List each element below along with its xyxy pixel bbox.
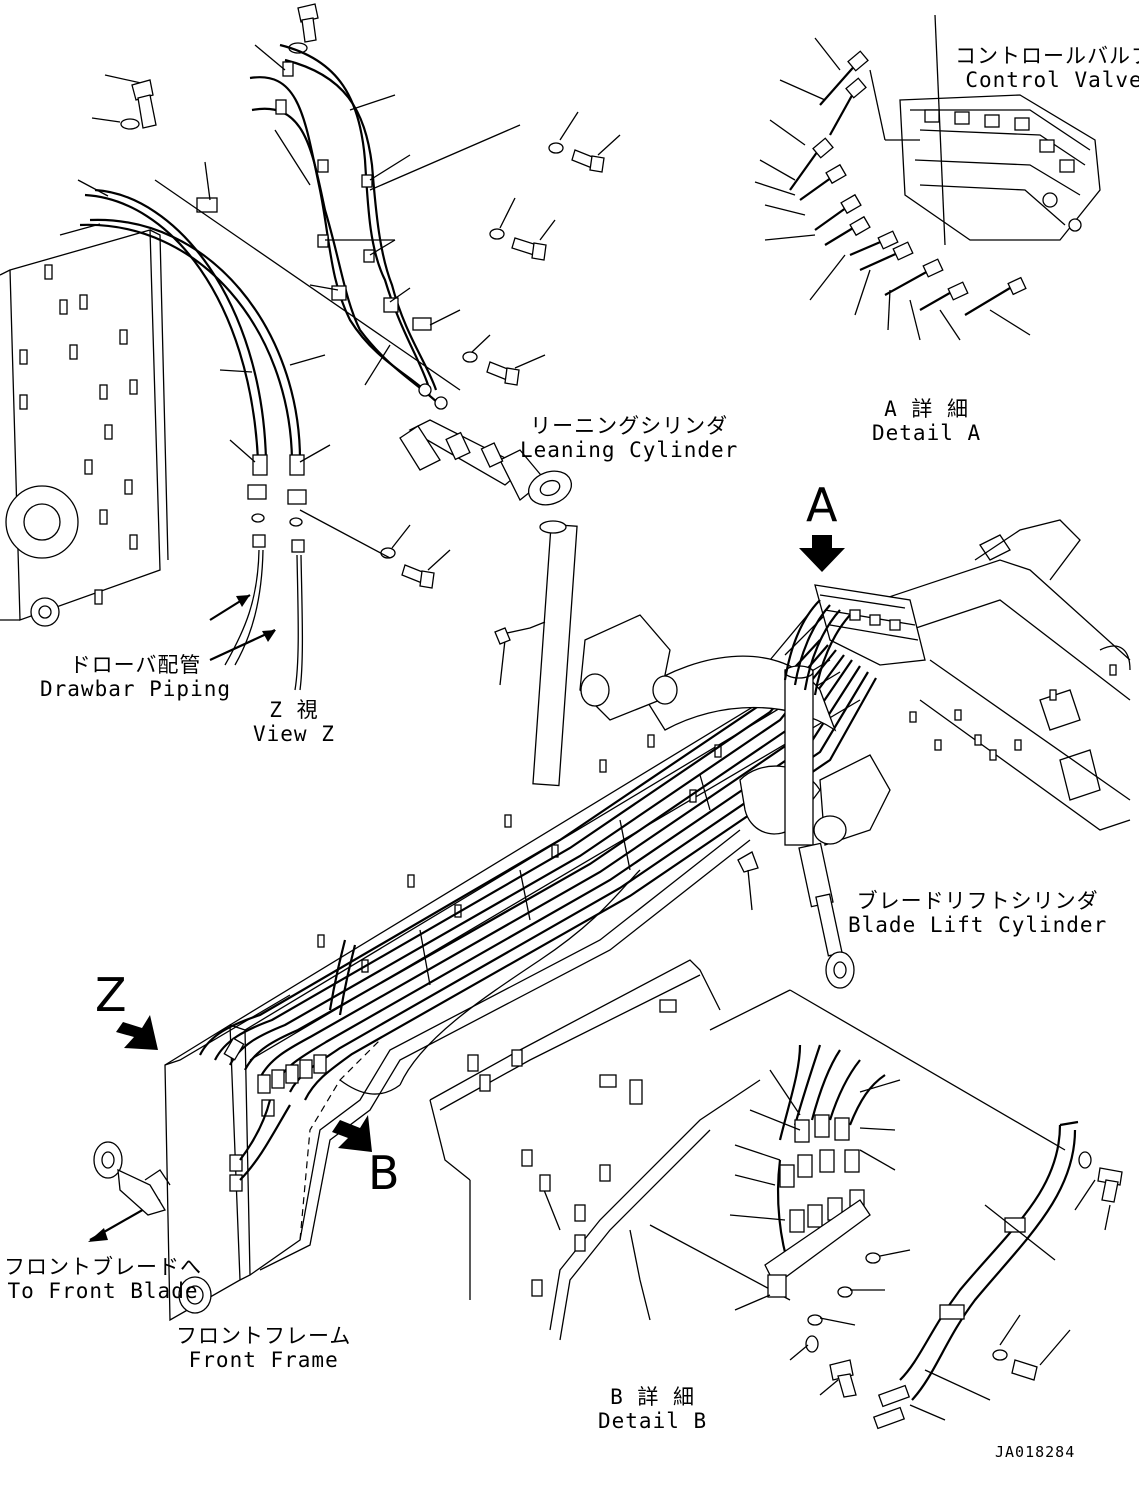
blade-lift-cylinder-body [737,665,855,989]
drawbar-piping-label-en: Drawbar Piping [40,677,232,701]
drawbar-piping-label: ドローバ配管 Drawbar Piping [40,653,231,701]
leaning-cylinder-label: リーニングシリンダ Leaning Cylinder [520,414,738,462]
detail-a-label: A 詳 細 Detail A [872,397,981,445]
front-frame-label: フロントフレーム Front Frame [176,1324,351,1372]
frame-bolt-studs [19,264,138,605]
view-z-label-jp: Z 視 [269,698,319,722]
detail-b-frame [429,959,1066,1341]
control-valve-mounted [783,584,926,696]
detail-b-pipes [872,1120,1123,1430]
control-valve-label: コントロールバルブ Control Valve [955,44,1139,92]
detail-a-control-valve [754,14,1101,341]
view-z-label: Z 視 View Z [253,698,335,746]
leaning-cylinder-vertical [494,520,578,787]
view-z-frame-plate [0,229,169,627]
marker-b: B [368,1146,400,1200]
mid-bolts-washers [299,111,621,589]
detail-b-label: B 詳 細 Detail B [598,1385,707,1433]
view-z-hoses [59,74,331,691]
detail-b-fittings [729,1044,911,1398]
leaning-cylinder-piping [154,43,461,410]
drawing-code: JA018284 [995,1443,1076,1461]
detail-b-label-jp: B 詳 細 [610,1385,696,1409]
blade-lift-cylinder-label: ブレードリフトシリンダ Blade Lift Cylinder [848,889,1107,937]
control-valve-label-jp: コントロールバルブ [955,44,1139,68]
marker-z: Z [95,968,127,1022]
leaning-cylinder-label-jp: リーニングシリンダ [530,414,729,438]
leaning-cylinder-label-en: Leaning Cylinder [520,438,739,462]
view-z-bolts [120,3,319,130]
drawbar-piping-label-jp: ドローバ配管 [69,653,202,677]
detail-b-label-en: Detail B [598,1409,708,1433]
main-hose-bundle [199,589,901,1192]
crossbeam-studs [909,664,1117,761]
front-frame [164,659,861,1322]
detail-a-label-en: Detail A [872,421,982,445]
central-crossbeam [579,519,1131,846]
front-frame-label-jp: フロントフレーム [176,1324,352,1348]
frame-end-fittings [223,1037,327,1192]
to-front-blade-label-en: To Front Blade [7,1279,199,1303]
marker-a: A [806,478,838,532]
detail-a-label-jp: A 詳 細 [884,397,970,421]
control-valve-label-en: Control Valve [965,68,1139,92]
frame-studs [317,734,722,973]
view-z-label-en: View Z [253,722,335,746]
leaning-cylinder-body [399,419,573,506]
front-frame-label-en: Front Frame [188,1348,339,1372]
blade-lift-cylinder-label-jp: ブレードリフトシリンダ [856,889,1099,913]
front-blade-coupling [93,1141,171,1216]
blade-lift-cylinder-label-en: Blade Lift Cylinder [848,913,1108,937]
to-front-blade-label-jp: フロントブレードへ [4,1255,202,1279]
detail-a-hose-fittings [789,50,1027,316]
to-front-blade-label: フロントブレードへ To Front Blade [4,1255,202,1303]
